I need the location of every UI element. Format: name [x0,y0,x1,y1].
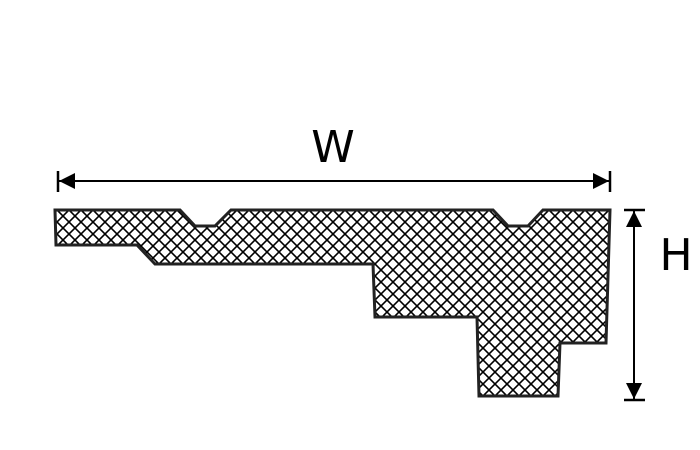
height-dimension: H [624,208,693,402]
width-label: W [311,122,355,173]
width-dimension: W [56,122,612,192]
height-label: H [659,230,692,281]
hatched-profile-section [53,208,612,398]
